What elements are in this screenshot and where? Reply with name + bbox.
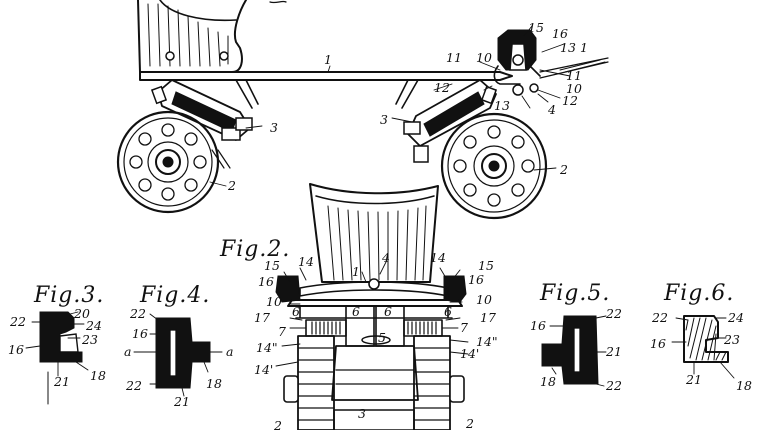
- fig5-title: Fig.5.: [539, 281, 610, 306]
- front-wheel: [440, 112, 548, 220]
- fig2-label-14dd-left: 14": [256, 340, 278, 355]
- fig2-label-15-left: 15: [264, 258, 280, 273]
- fig3-label-18: 18: [90, 368, 106, 383]
- fig2-section-view: Fig.2. 15: [219, 183, 498, 430]
- label-11-inner: 11: [446, 50, 462, 65]
- fig6-label-21: 21: [685, 372, 702, 387]
- label-3-front: 3: [380, 112, 388, 127]
- fig6-title: Fig.6.: [663, 281, 734, 306]
- fig2-label-5: 5: [378, 330, 386, 345]
- fig6-section: Fig.6. 22 24 23 16 21 18: [650, 281, 752, 393]
- fig6-label-23: 23: [723, 332, 740, 347]
- fig5-label-16: 16: [530, 318, 546, 333]
- label-10-outer: 10: [566, 81, 582, 96]
- fig6-label-16: 16: [650, 336, 666, 351]
- fig2-label-14d-right: 14': [460, 346, 479, 361]
- fig2-label-1: 1: [352, 264, 360, 279]
- label-11-outer: 11: [566, 68, 582, 83]
- fig2-label-10-left: 10: [266, 294, 282, 309]
- fig6-label-18: 18: [736, 378, 752, 393]
- fig2-label-14-left: 14: [298, 254, 314, 269]
- fig2-label-3: 3: [358, 406, 366, 421]
- label-16: 16: [552, 26, 568, 41]
- fig4-label-22-bottom: 22: [125, 378, 142, 393]
- fig3-label-21: 21: [53, 374, 70, 389]
- fig2-label-2-left: 2: [273, 418, 282, 430]
- fig2-label-17-right: 17: [480, 310, 496, 325]
- fig4-label-a-left: a: [124, 344, 131, 359]
- fig2-label-7-right: 7: [460, 320, 468, 335]
- label-2-rear: 2: [227, 178, 236, 193]
- fig2-label-4: 4: [381, 250, 390, 265]
- fig3-label-20: 20: [73, 306, 90, 321]
- fig2-label-14-right: 14: [430, 250, 446, 265]
- label-2-front: 2: [559, 162, 568, 177]
- fig6-label-24: 24: [727, 310, 744, 325]
- fig4-label-16: 16: [132, 326, 148, 341]
- fig2-label-10-right: 10: [476, 292, 492, 307]
- fig5-label-22-bottom: 22: [605, 378, 622, 393]
- fig5-label-21: 21: [605, 344, 622, 359]
- fig2-label-14dd-right: 14": [476, 334, 498, 349]
- toe-clamp: [493, 29, 541, 96]
- fig4-label-a-right: a: [226, 344, 233, 359]
- fig2-label-6-outer-right: 6: [444, 304, 452, 319]
- fig5-section: Fig.5. 22 16 21 18 22: [530, 281, 622, 393]
- fig3-label-22: 22: [9, 314, 26, 329]
- label-13-lower: 13: [494, 98, 510, 113]
- fig6-label-22: 22: [651, 310, 668, 325]
- label-13: 13: [560, 40, 576, 55]
- rear-truck: [150, 79, 259, 169]
- shoe-heel: [137, 0, 287, 73]
- fig2-label-14d-left: 14': [254, 362, 273, 377]
- fig4-label-22-top: 22: [129, 306, 146, 321]
- fig2-label-16-left: 16: [258, 274, 274, 289]
- fig2-label-7-left: 7: [278, 324, 286, 339]
- fig2-label-6-inner-left: 6: [352, 304, 360, 319]
- label-12-outer: 12: [562, 93, 578, 108]
- fig2-title: Fig.2.: [219, 237, 290, 262]
- label-1-plate: 1: [324, 52, 332, 67]
- fig2-label-2-right: 2: [465, 416, 474, 430]
- skate-side-view: 15 16 13 1 1 11 10 11 10 12 12 13 4 3 3 …: [116, 0, 609, 220]
- fig2-label-16-right: 16: [468, 272, 484, 287]
- label-1-front: 1: [580, 40, 588, 55]
- label-12-inner: 12: [434, 80, 450, 95]
- fig2-label-6-outer-left: 6: [292, 304, 300, 319]
- fig3-section: Fig.3. 20 22 24 23 16 21 18: [8, 283, 106, 405]
- rear-wheel: [116, 110, 220, 214]
- label-10-inner: 10: [476, 50, 492, 65]
- front-truck: [395, 79, 498, 163]
- fig3-label-23: 23: [81, 332, 98, 347]
- fig5-label-22-top: 22: [605, 306, 622, 321]
- fig2-wheels: [283, 335, 465, 430]
- fig2-label-17-left: 17: [254, 310, 270, 325]
- fig5-label-18: 18: [540, 374, 556, 389]
- fig3-title: Fig.3.: [33, 283, 104, 308]
- fig4-label-21: 21: [173, 394, 190, 409]
- fig4-label-18: 18: [206, 376, 222, 391]
- label-3-rear: 3: [270, 120, 278, 135]
- fig2-label-6-inner-right: 6: [384, 304, 392, 319]
- foot-plate: [139, 57, 609, 81]
- label-4: 4: [547, 102, 556, 117]
- fig4-title: Fig.4.: [139, 283, 210, 308]
- fig4-section: Fig.4. 22 16 a a 22 21 18: [124, 283, 233, 409]
- fig2-label-15-right: 15: [478, 258, 494, 273]
- fig3-label-24: 24: [85, 318, 102, 333]
- label-15: 15: [528, 20, 544, 35]
- fig3-label-16: 16: [8, 342, 24, 357]
